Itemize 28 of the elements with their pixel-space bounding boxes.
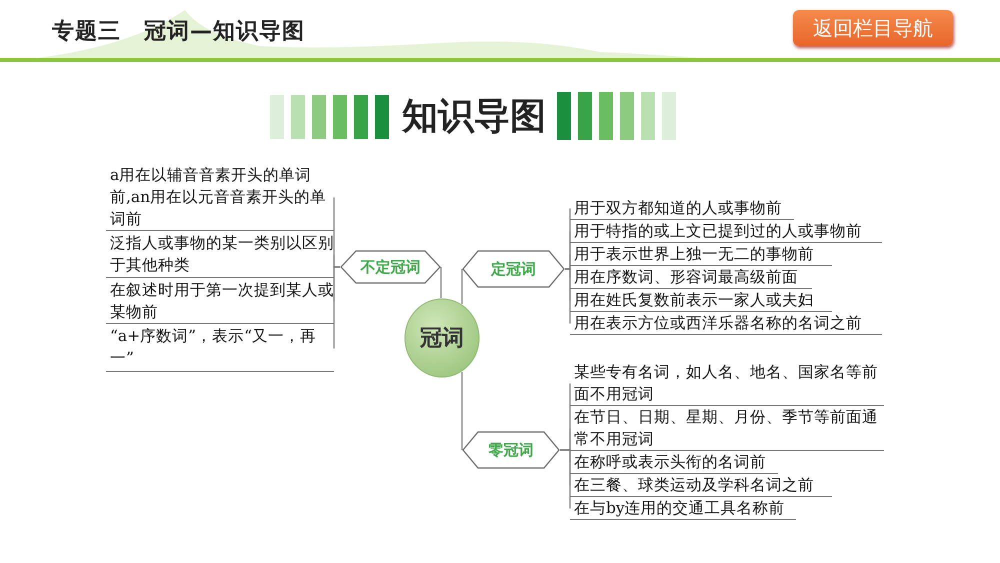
list-item: 在与by连用的交通工具名称前 xyxy=(570,497,796,520)
list-item: 某些专有名词，如人名、地名、国家名等前面不用冠词 xyxy=(570,361,884,406)
connector-line xyxy=(440,267,442,298)
list-item: 用在姓氏复数前表示一家人或夫妇 xyxy=(570,289,832,312)
list-item: 用在表示方位或西洋乐器名称的名词之前 xyxy=(570,312,882,335)
connector-line xyxy=(333,266,340,348)
section-heading: 知识导图 xyxy=(400,95,547,139)
connector-line xyxy=(461,269,463,304)
list-item: 在三餐、球类运动及学科名词之前 xyxy=(570,474,832,497)
list-item: 在节日、日期、星期、月份、季节等前面通常不用冠词 xyxy=(570,406,884,451)
branch-label: 零冠词 xyxy=(488,440,534,460)
page-title: 专题三 冠词—知识导图 xyxy=(52,18,305,46)
back-navigation-button: 返回栏目导航 xyxy=(793,10,953,46)
list-item: 用于表示世界上独一无二的事物前 xyxy=(570,243,832,266)
branch-label: 定冠词 xyxy=(491,260,536,278)
connector-line xyxy=(560,449,571,508)
list-item: “a+序数词”，表示“又一，再一” xyxy=(106,325,334,372)
list-item: 用于特指的或上文已提到过的人或事物前 xyxy=(570,220,882,243)
list-item: 用在序数词、形容词最高级前面 xyxy=(570,266,812,289)
list-item: 在叙述时用于第一次提到某人或某物前 xyxy=(106,279,334,324)
connector-line xyxy=(461,372,463,450)
topic-label: 冠词 xyxy=(420,325,464,353)
list-item: 泛指人或事物的某一类别以区别于其他种类 xyxy=(106,232,334,278)
connector-line xyxy=(565,268,571,324)
list-item: 用于双方都知道的人或事物前 xyxy=(570,197,794,220)
branch-label: 不定冠词 xyxy=(360,258,420,276)
list-item: a用在以辅音音素开头的单词前,an用在以元音音素开头的单词前 xyxy=(106,164,334,231)
list-item: 在称呼或表示头衔的名词前 xyxy=(570,451,778,474)
